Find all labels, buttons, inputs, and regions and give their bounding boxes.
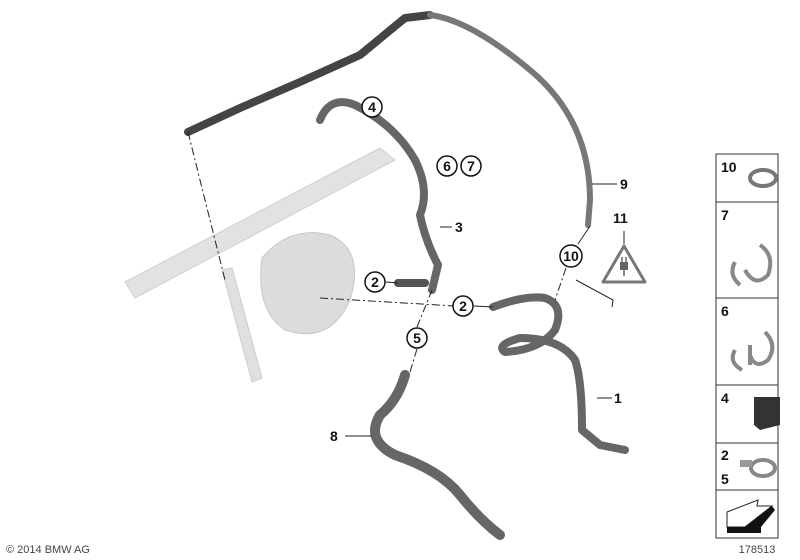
legend-item-10: 10 [721, 159, 778, 188]
svg-text:6: 6 [443, 158, 451, 174]
triple-hose-clip-icon [730, 330, 775, 372]
callout-11: 11 [613, 210, 628, 226]
svg-text:4: 4 [721, 390, 729, 406]
svg-text:4: 4 [368, 99, 376, 115]
leader-lines [187, 131, 625, 437]
callout-6: 6 [436, 155, 458, 177]
copyright: © 2014 BMW AG [6, 544, 90, 556]
legend-item-6: 6 [721, 303, 775, 372]
double-hose-clip-icon [730, 243, 773, 287]
callout-10: 10 [559, 244, 583, 268]
callout-9: 9 [620, 176, 628, 192]
legend-item-2-5: 2 5 [721, 447, 777, 487]
svg-text:7: 7 [721, 207, 729, 223]
injector-faded [221, 267, 263, 383]
hoses [184, 11, 629, 540]
svg-text:7: 7 [467, 158, 475, 174]
diagram-id: 178513 [739, 544, 776, 556]
svg-text:2: 2 [371, 274, 379, 290]
svg-text:3: 3 [455, 219, 463, 235]
hose-9 [427, 12, 593, 228]
hose-clamp-icon [748, 168, 778, 188]
svg-text:6: 6 [721, 303, 729, 319]
callout-8: 8 [330, 428, 338, 444]
svg-text:1: 1 [614, 390, 622, 406]
svg-text:2: 2 [459, 298, 467, 314]
svg-text:5: 5 [413, 330, 421, 346]
direction-arrow-icon [726, 499, 775, 533]
callout-1: 1 [614, 390, 622, 406]
fuel-rail-faded [124, 147, 396, 299]
callout-4: 4 [361, 96, 383, 118]
svg-text:10: 10 [563, 248, 579, 264]
callout-2b: 2 [452, 295, 474, 317]
legend-item-4: 4 [721, 390, 780, 430]
hose-8 [370, 370, 505, 540]
high-pressure-pump-faded [260, 232, 355, 335]
parts-legend [715, 153, 779, 539]
hose-1 [489, 293, 629, 454]
electrical-plug-warning-icon [601, 244, 647, 284]
leak-oil-line-rail [184, 11, 434, 136]
svg-text:9: 9 [620, 176, 628, 192]
rubber-grommet-icon [754, 397, 780, 430]
callout-3: 3 [455, 219, 463, 235]
legend-item-7: 7 [721, 207, 773, 287]
callout-7: 7 [460, 155, 482, 177]
svg-text:11: 11 [613, 210, 628, 226]
hose-4-3 [316, 98, 442, 294]
screw-clamp-icon [740, 458, 777, 478]
svg-text:2: 2 [721, 447, 729, 463]
callout-2a: 2 [364, 271, 386, 293]
callout-5: 5 [406, 327, 428, 349]
svg-text:5: 5 [721, 471, 729, 487]
svg-text:10: 10 [721, 159, 737, 175]
svg-text:8: 8 [330, 428, 338, 444]
